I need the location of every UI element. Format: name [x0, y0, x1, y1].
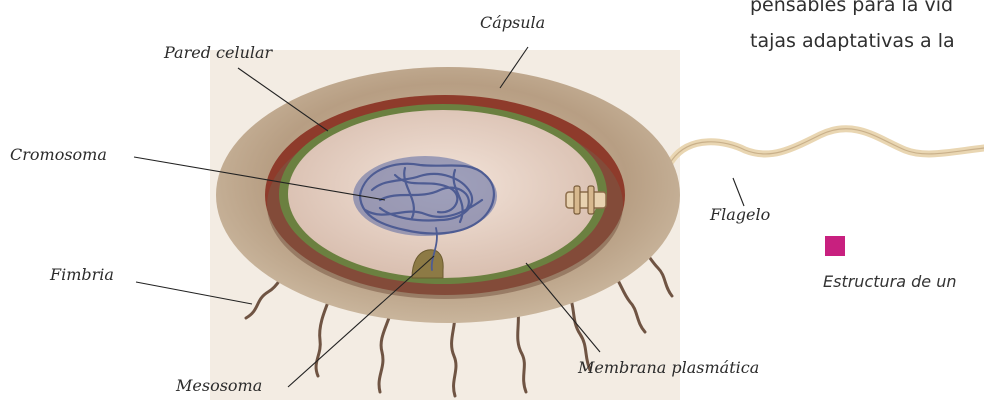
label-mesosoma: Mesosoma	[176, 376, 262, 395]
label-fimbria: Fimbria	[50, 265, 114, 284]
label-membrana-plasmatica: Membrana plasmática	[578, 358, 759, 377]
label-pared-celular: Pared celular	[164, 43, 272, 62]
label-flagelo: Flagelo	[710, 205, 770, 224]
figure-caption: Estructura de un	[823, 272, 956, 291]
label-cromosoma: Cromosoma	[10, 145, 107, 164]
caption-color-swatch	[825, 236, 845, 256]
label-capsula: Cápsula	[480, 13, 545, 32]
leader-line-flagelo	[733, 178, 744, 206]
